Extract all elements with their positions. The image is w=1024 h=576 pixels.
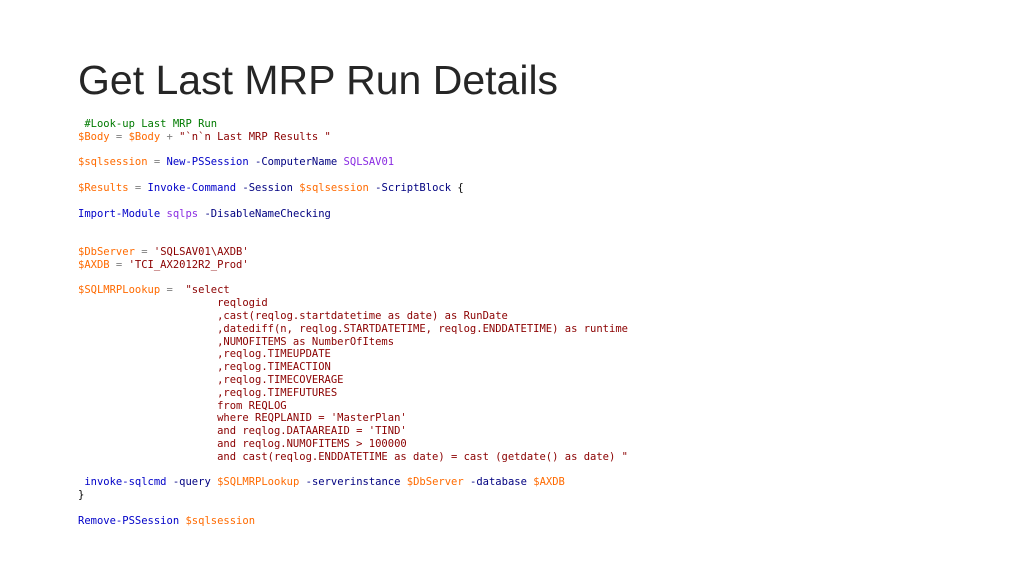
code-line: ,reqlog.TIMEUPDATE — [78, 348, 978, 361]
code-token: $SQLMRPLookup — [217, 476, 300, 489]
code-line: ,NUMOFITEMS as NumberOfItems — [78, 336, 978, 349]
code-line — [78, 169, 978, 182]
code-line — [78, 195, 978, 208]
code-token: -serverinstance — [305, 476, 401, 489]
code-token: SQLSAV01 — [343, 156, 395, 169]
code-token: and reqlog.NUMOFITEMS > 100000 — [78, 437, 407, 450]
code-token: -DisableNameChecking — [204, 207, 331, 220]
code-line: Import-Module sqlps -DisableNameChecking — [78, 208, 978, 221]
code-line: #Look-up Last MRP Run — [78, 118, 978, 131]
code-token: ,reqlog.TIMECOVERAGE — [78, 373, 344, 386]
code-token: = — [128, 181, 148, 194]
code-token: = — [109, 258, 129, 271]
code-token: reqlogid — [78, 297, 268, 310]
code-block: #Look-up Last MRP Run$Body = $Body + "`n… — [78, 118, 978, 528]
code-line: ,reqlog.TIMEFUTURES — [78, 387, 978, 400]
code-token: ,reqlog.TIMEACTION — [78, 361, 331, 374]
code-token: Invoke-Command — [147, 181, 237, 194]
code-token: { — [451, 181, 464, 194]
code-token: Remove-PSSession — [78, 514, 180, 527]
code-token: $AXDB — [533, 476, 565, 489]
code-token: } — [78, 489, 85, 502]
code-line: ,reqlog.TIMEACTION — [78, 361, 978, 374]
code-token: from REQLOG — [78, 399, 287, 412]
code-line: ,datediff(n, reqlog.STARTDATETIME, reqlo… — [78, 323, 978, 336]
code-token: -Session — [242, 181, 293, 194]
code-token: $SQLMRPLookup — [78, 284, 161, 297]
code-token: + — [160, 130, 180, 143]
slide-title: Get Last MRP Run Details — [78, 57, 559, 103]
code-token: $Results — [78, 181, 129, 194]
code-line: $SQLMRPLookup = "select — [78, 284, 978, 297]
code-token: ,cast(reqlog.startdatetime as date) as R… — [78, 309, 508, 322]
code-line: $AXDB = 'TCI_AX2012R2_Prod' — [78, 259, 978, 272]
code-line: Remove-PSSession $sqlsession — [78, 515, 978, 528]
code-token: = — [109, 130, 129, 143]
code-token: ,datediff(n, reqlog.STARTDATETIME, reqlo… — [78, 322, 628, 335]
code-line: reqlogid — [78, 297, 978, 310]
code-token: $sqlsession — [185, 514, 256, 527]
code-token: -ComputerName — [255, 156, 338, 169]
code-token: 'SQLSAV01\AXDB' — [153, 245, 249, 258]
code-line — [78, 502, 978, 515]
code-token: = — [147, 156, 167, 169]
code-token: ,reqlog.TIMEFUTURES — [78, 386, 338, 399]
code-token: "select — [185, 284, 230, 297]
code-line — [78, 464, 978, 477]
code-line: where REQPLANID = 'MasterPlan' — [78, 412, 978, 425]
code-token: $sqlsession — [299, 181, 369, 194]
code-line: $sqlsession = New-PSSession -ComputerNam… — [78, 156, 978, 169]
code-token: 'TCI_AX2012R2_Prod' — [128, 258, 249, 271]
code-line — [78, 220, 978, 233]
code-line — [78, 233, 978, 246]
code-token: New-PSSession — [166, 156, 249, 169]
code-token: ,reqlog.TIMEUPDATE — [78, 348, 331, 361]
code-line: } — [78, 489, 978, 502]
code-line: from REQLOG — [78, 400, 978, 413]
code-line: and reqlog.DATAAREAID = 'TIND' — [78, 425, 978, 438]
code-token: "`n`n Last MRP Results " — [179, 130, 331, 143]
code-token: -database — [470, 476, 527, 489]
code-token: = — [134, 245, 154, 258]
code-line: ,cast(reqlog.startdatetime as date) as R… — [78, 310, 978, 323]
code-token: $sqlsession — [78, 156, 148, 169]
code-token: #Look-up Last MRP Run — [78, 118, 218, 130]
code-line: ,reqlog.TIMECOVERAGE — [78, 374, 978, 387]
code-token: invoke-sqlcmd — [78, 476, 167, 489]
code-line: $Body = $Body + "`n`n Last MRP Results " — [78, 131, 978, 144]
code-token: $Body — [128, 130, 161, 143]
code-token: $Body — [78, 130, 110, 143]
code-token: $DbServer — [406, 476, 464, 489]
code-token: Import-Module — [78, 207, 161, 220]
code-token: = — [160, 284, 186, 297]
code-token: and cast(reqlog.ENDDATETIME as date) = c… — [78, 450, 628, 463]
code-token: $AXDB — [78, 258, 110, 271]
code-line — [78, 272, 978, 285]
code-token: -query — [172, 476, 211, 489]
code-line: $Results = Invoke-Command -Session $sqls… — [78, 182, 978, 195]
code-line: $DbServer = 'SQLSAV01\AXDB' — [78, 246, 978, 259]
code-line: and reqlog.NUMOFITEMS > 100000 — [78, 438, 978, 451]
code-token: sqlps — [166, 207, 199, 220]
code-token: $DbServer — [78, 245, 135, 258]
code-line — [78, 144, 978, 157]
code-token: -ScriptBlock — [375, 181, 452, 194]
code-line: invoke-sqlcmd -query $SQLMRPLookup -serv… — [78, 476, 978, 489]
code-token: where REQPLANID = 'MasterPlan' — [78, 412, 407, 425]
code-line: and cast(reqlog.ENDDATETIME as date) = c… — [78, 451, 978, 464]
code-token: and reqlog.DATAAREAID = 'TIND' — [78, 425, 407, 438]
code-token: ,NUMOFITEMS as NumberOfItems — [78, 335, 395, 348]
